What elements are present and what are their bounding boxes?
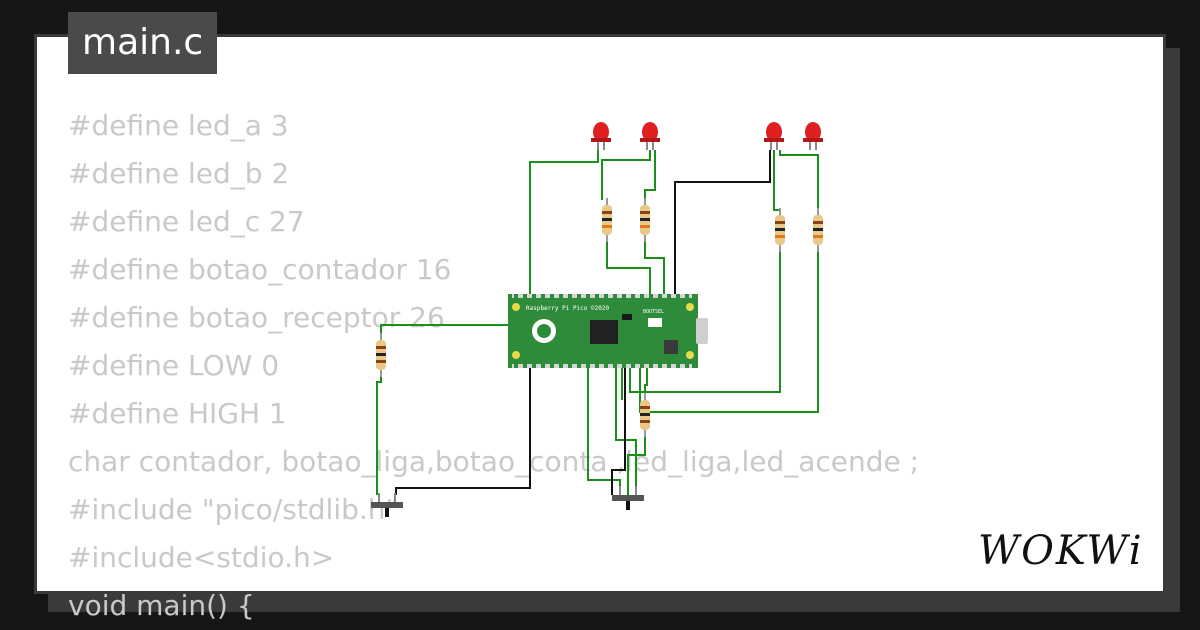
pin-hole bbox=[568, 364, 572, 368]
pin-hole bbox=[640, 364, 644, 368]
usb-port bbox=[696, 318, 708, 344]
pin-hole bbox=[667, 294, 671, 298]
pin-hole bbox=[586, 294, 590, 298]
pin-hole bbox=[514, 294, 518, 298]
pin-hole bbox=[577, 364, 581, 368]
pin-hole bbox=[613, 364, 617, 368]
pin-hole bbox=[640, 294, 644, 298]
code-line: #define LOW 0 bbox=[68, 349, 280, 382]
code-line: void main() { bbox=[68, 589, 255, 622]
led-2[interactable] bbox=[640, 122, 660, 150]
resistor-5[interactable] bbox=[376, 333, 386, 377]
pin-hole bbox=[631, 294, 635, 298]
code-line: #define botao_contador 16 bbox=[68, 253, 452, 286]
pin-hole bbox=[676, 364, 680, 368]
pin-hole bbox=[550, 364, 554, 368]
pin-hole bbox=[622, 294, 626, 298]
pin-hole bbox=[523, 294, 527, 298]
code-line: #include "pico/stdlib.h" bbox=[68, 493, 399, 526]
pin-hole bbox=[541, 294, 545, 298]
bootsel-label: BOOTSEL bbox=[643, 309, 664, 315]
pin-hole bbox=[667, 364, 671, 368]
pin-hole bbox=[622, 364, 626, 368]
pushbutton-1[interactable] bbox=[371, 493, 403, 517]
pin-hole bbox=[532, 364, 536, 368]
pin-hole bbox=[658, 364, 662, 368]
code-line: #define HIGH 1 bbox=[68, 397, 287, 430]
black-wires bbox=[395, 150, 771, 495]
board-silkscreen: Raspberry Pi Pico ©2020 bbox=[526, 305, 609, 312]
pin-hole bbox=[514, 364, 518, 368]
resistor-6[interactable] bbox=[640, 393, 650, 437]
pin-hole bbox=[523, 364, 527, 368]
pin-hole bbox=[613, 294, 617, 298]
pin-hole bbox=[604, 364, 608, 368]
pin-hole bbox=[595, 364, 599, 368]
pin-hole bbox=[685, 294, 689, 298]
pin-hole bbox=[658, 294, 662, 298]
wokwi-logo: WOKWi bbox=[978, 528, 1144, 574]
code-line: #include<stdio.h> bbox=[68, 541, 335, 574]
pico-board[interactable]: Raspberry Pi Pico ©2020 BOOTSEL bbox=[508, 294, 708, 368]
resistor-1[interactable] bbox=[602, 198, 612, 242]
pin-hole bbox=[577, 294, 581, 298]
led-4[interactable] bbox=[803, 122, 823, 150]
pin-hole bbox=[631, 364, 635, 368]
pin-hole bbox=[595, 294, 599, 298]
code-line: #define led_a 3 bbox=[68, 109, 289, 142]
pin-hole bbox=[685, 364, 689, 368]
pin-hole bbox=[649, 294, 653, 298]
code-line: char contador, botao_liga,botao_conta ,l… bbox=[68, 445, 920, 478]
pin-hole bbox=[559, 364, 563, 368]
code-line: #define led_c 27 bbox=[68, 205, 305, 238]
pin-hole bbox=[604, 294, 608, 298]
pin-hole bbox=[541, 364, 545, 368]
resistor-4[interactable] bbox=[813, 208, 823, 252]
pin-hole bbox=[586, 364, 590, 368]
pushbutton-2[interactable] bbox=[612, 486, 644, 510]
pin-hole bbox=[559, 294, 563, 298]
pin-hole bbox=[550, 294, 554, 298]
pin-hole bbox=[532, 294, 536, 298]
code-editor: #define led_a 3 #define led_b 2 #define le… bbox=[68, 102, 919, 630]
pin-hole bbox=[676, 294, 680, 298]
resistor-3[interactable] bbox=[775, 208, 785, 252]
pin-hole bbox=[568, 294, 572, 298]
pin-hole bbox=[649, 364, 653, 368]
code-line: #define botao_receptor 26 bbox=[68, 301, 445, 334]
led-1[interactable] bbox=[591, 122, 611, 150]
file-tab-main-c[interactable]: main.c bbox=[68, 12, 218, 74]
code-line: #define led_b 2 bbox=[68, 157, 290, 190]
led-3[interactable] bbox=[764, 122, 784, 150]
resistor-2[interactable] bbox=[640, 198, 650, 242]
